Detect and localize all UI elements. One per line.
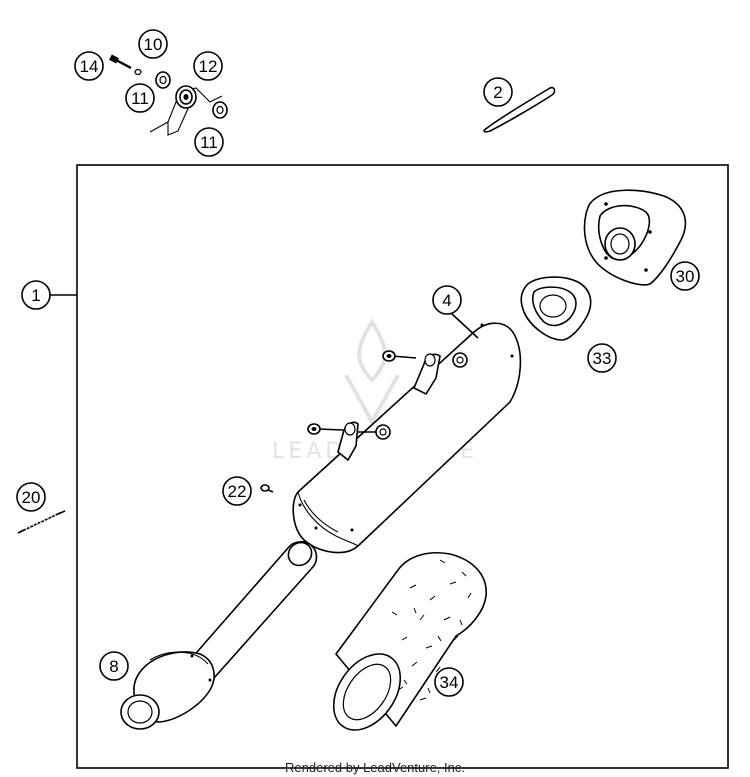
callout-12: 12 <box>193 51 223 81</box>
callout-14: 14 <box>74 51 104 81</box>
callout-8-label: 8 <box>109 657 118 676</box>
callout-2: 2 <box>483 77 513 107</box>
lower-mount-bracket <box>307 421 391 462</box>
callout-4: 4 <box>432 285 479 339</box>
callout-10: 10 <box>138 29 168 59</box>
callout-20: 20 <box>16 482 46 512</box>
screw-part-14 <box>109 54 132 70</box>
grommet-part-12 <box>175 85 197 109</box>
callout-2-label: 2 <box>493 83 502 102</box>
callout-8: 8 <box>99 651 129 681</box>
upper-mount-bracket <box>382 350 468 396</box>
washer-part-10 <box>134 68 142 76</box>
callout-1-label: 1 <box>31 286 40 305</box>
end-cap-part-30 <box>583 189 687 286</box>
packing-material-part-34 <box>332 552 487 731</box>
callout-4-label: 4 <box>442 291 451 310</box>
silencer-body-part-4 <box>292 322 522 554</box>
callout-11-lower-label: 11 <box>200 133 218 152</box>
gasket-part-33 <box>520 276 592 341</box>
screw-part-22 <box>260 484 274 493</box>
callout-34-label: 34 <box>440 673 459 692</box>
spring-part-20 <box>17 510 66 534</box>
callout-20-label: 20 <box>22 488 41 507</box>
callout-30-label: 30 <box>676 267 695 286</box>
callout-11-upper: 11 <box>125 83 155 113</box>
assembly-frame <box>76 164 729 769</box>
footer-credit: Rendered by LeadVenture, Inc. <box>285 760 465 775</box>
callout-10-label: 10 <box>144 35 163 54</box>
callout-14-label: 14 <box>80 57 99 76</box>
flame-v-logo-icon <box>344 318 400 427</box>
callout-33-label: 33 <box>593 349 612 368</box>
heat-shield-strip-part-2 <box>483 86 556 133</box>
callout-11-upper-label: 11 <box>131 89 149 108</box>
bushing-part-11-upper <box>155 71 171 89</box>
callout-12-label: 12 <box>199 57 218 76</box>
callout-30: 30 <box>670 261 700 291</box>
callout-11-lower: 11 <box>194 127 224 157</box>
mount-hardware-cluster <box>109 54 228 136</box>
bushing-part-11-lower <box>212 101 228 119</box>
inlet-pipe-part-8 <box>120 540 318 730</box>
callout-1: 1 <box>21 280 77 310</box>
callout-33: 33 <box>587 343 617 373</box>
callout-34: 34 <box>434 667 464 697</box>
callout-22: 22 <box>222 476 252 506</box>
callout-22-label: 22 <box>228 482 247 501</box>
